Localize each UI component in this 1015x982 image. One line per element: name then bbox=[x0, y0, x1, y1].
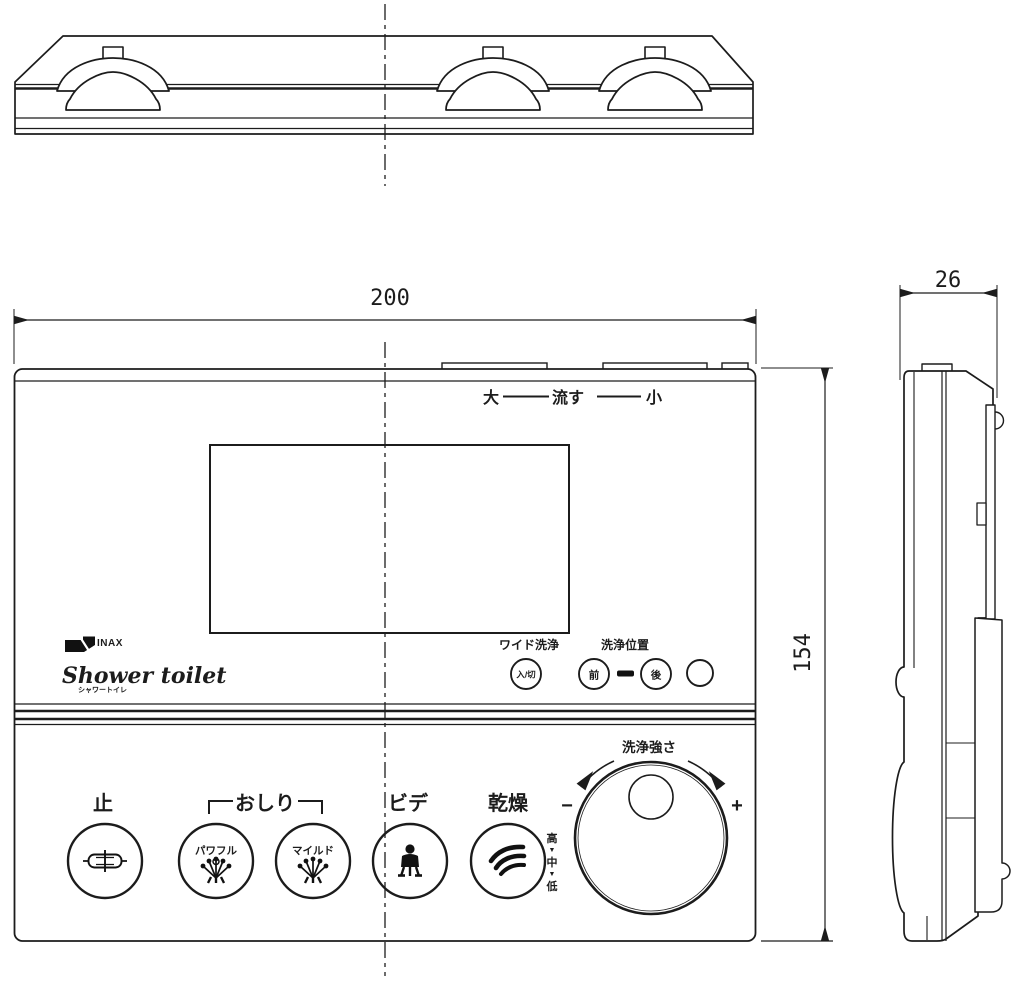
side-plate-tab bbox=[976, 502, 987, 526]
wide-wash-label: ワイド洗浄 bbox=[499, 637, 559, 652]
position-rear-button bbox=[640, 658, 672, 690]
wide-wash-group: ワイド洗浄 入/切 bbox=[499, 637, 559, 690]
top-view-button-3 bbox=[598, 46, 712, 111]
level-scale: 高 ▼ 中 ▼ 低 bbox=[546, 831, 558, 893]
wide-wash-button bbox=[510, 658, 542, 690]
oshiri-group: おしり パワフル マイルド bbox=[177, 792, 352, 900]
dial-indicator bbox=[628, 774, 674, 820]
side-clip-top bbox=[994, 411, 1005, 430]
strength-label: 洗浄強さ bbox=[622, 739, 676, 755]
position-rear-label: 後 bbox=[650, 669, 662, 682]
display-window bbox=[209, 444, 570, 634]
flush-label: 流す bbox=[552, 388, 584, 407]
bidet-group: ビデ bbox=[371, 791, 449, 900]
brand-kana: シャワートイレ bbox=[78, 686, 127, 694]
side-back-plate bbox=[985, 404, 996, 620]
dial-arrow-left bbox=[576, 760, 615, 791]
dim-width-label: 200 bbox=[370, 286, 410, 311]
flush-small-label: 小 bbox=[646, 389, 662, 407]
level-high: 高 bbox=[547, 831, 558, 845]
oshiri-label: おしり bbox=[235, 792, 295, 815]
mild-label: マイルド bbox=[292, 845, 334, 857]
side-back-lower-box bbox=[974, 617, 1011, 913]
dial-arrow-right bbox=[687, 760, 726, 791]
side-view bbox=[891, 363, 1011, 942]
bidet-person-icon bbox=[398, 844, 422, 877]
plus-sign: + bbox=[731, 795, 743, 817]
bidet-label: ビデ bbox=[388, 791, 429, 815]
inax-logo-text: INAX bbox=[97, 638, 123, 649]
oshiri-bracket-left bbox=[208, 800, 233, 814]
strength-group: 洗浄強さ 高 ▼ 中 ▼ 低 − + bbox=[546, 739, 743, 916]
wash-position-label: 洗浄位置 bbox=[601, 637, 649, 652]
dim-depth: 26 bbox=[899, 268, 998, 398]
flush-large-label: 大 bbox=[483, 388, 499, 407]
level-low: 低 bbox=[546, 879, 558, 893]
wide-wash-button-label: 入/切 bbox=[515, 670, 536, 680]
dim-depth-label: 26 bbox=[935, 268, 962, 293]
strength-dial bbox=[573, 760, 729, 916]
brand-name: Shower toilet bbox=[62, 663, 226, 689]
powerful-label: パワフル bbox=[195, 845, 237, 857]
wash-position-group: 洗浄位置 前 後 bbox=[578, 637, 714, 690]
side-body-outline bbox=[891, 370, 994, 942]
stop-group: 止 bbox=[66, 792, 144, 900]
dryer-group: 乾燥 bbox=[469, 791, 547, 900]
top-view-button-2 bbox=[436, 46, 550, 111]
position-front-label: 前 bbox=[589, 669, 600, 682]
dim-height: 154 bbox=[761, 367, 833, 942]
front-view: 大 流す 小 INAX Shower toilet シャワートイレ ワイド洗浄 … bbox=[13, 342, 757, 976]
level-arrow-2: ▼ bbox=[549, 871, 556, 878]
stop-icon bbox=[83, 850, 127, 872]
oshiri-bracket-right bbox=[298, 800, 323, 814]
dryer-label: 乾燥 bbox=[488, 791, 529, 815]
level-arrow-1: ▼ bbox=[549, 847, 556, 854]
dryer-button bbox=[469, 822, 547, 900]
minus-sign: − bbox=[561, 795, 573, 817]
level-mid: 中 bbox=[547, 855, 558, 869]
flush-label-row: 大 流す 小 bbox=[483, 388, 662, 407]
top-view bbox=[14, 4, 754, 186]
brand-block: INAX Shower toilet シャワートイレ bbox=[62, 636, 226, 694]
dim-width: 200 bbox=[13, 286, 757, 364]
dryer-wind-icon bbox=[488, 844, 527, 876]
position-front-button bbox=[578, 658, 610, 690]
position-dash bbox=[617, 670, 634, 677]
stop-label: 止 bbox=[93, 792, 113, 815]
position-knob bbox=[686, 659, 714, 687]
dim-height-label: 154 bbox=[791, 633, 816, 673]
top-view-button-1 bbox=[56, 46, 170, 111]
